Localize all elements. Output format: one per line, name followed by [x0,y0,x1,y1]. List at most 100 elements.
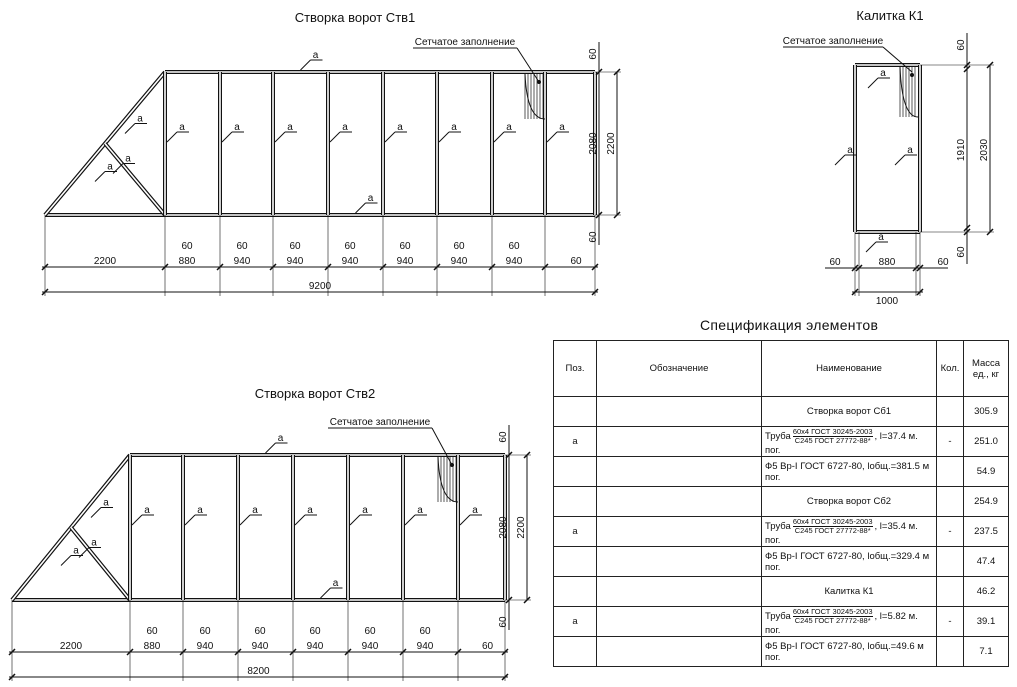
member-label: а [287,122,293,133]
dimension-tick [523,596,531,604]
member-label: а [362,505,368,516]
cell-qty [936,396,964,427]
cell-qty [936,486,964,517]
left-dimension-label: 2200 [94,256,117,267]
gate1-mesh-label: Сетчатое заполнение [415,37,516,48]
cell-designation [596,486,762,517]
leader-line [294,514,306,526]
wicket-right-bottom-dimension-label: 60 [956,246,967,258]
cell-designation [596,606,762,637]
post-dimension-label: 60 [399,241,411,252]
right-top-dimension-label: 60 [498,431,509,443]
right-outer-dimension-label: 2200 [606,132,617,155]
dimension-tick [324,263,332,271]
cell-designation [596,456,762,487]
wicket-overall-dimension-label: 1000 [876,296,899,307]
right-top-dimension-label: 60 [588,48,599,60]
cell-designation [596,546,762,577]
right-outer-dimension-label: 2200 [516,516,527,539]
spec-row: Ф5 Вр-I ГОСТ 6727-80, lобщ.=329.4 м пог.… [553,546,1009,577]
cell-mass: 254.9 [963,486,1009,517]
header-pos: Поз. [553,340,597,397]
right-inner-dimension-label: 2080 [588,132,599,155]
dimension-tick [8,648,16,656]
member-label: а [307,505,313,516]
cell-qty: - [936,516,964,547]
dimension-tick [501,648,509,656]
dimension-tick [541,263,549,271]
dimension-tick [379,263,387,271]
cell-mass: 54.9 [963,456,1009,487]
leader-line [349,514,361,526]
member-label: а [417,505,423,516]
wicket-mesh-hatch [899,66,919,118]
gate2-mesh-label: Сетчатое заполнение [330,417,431,428]
dimension-tick [855,264,863,272]
header-qty: Кол. [936,340,964,397]
cell-designation [596,516,762,547]
leader-line [94,171,106,182]
leader-line [546,131,558,143]
bay-dimension-label: 940 [197,641,214,652]
dimension-tick [613,211,621,219]
member-label: а [559,122,565,133]
cell-designation [596,396,762,427]
dimension-tick [344,648,352,656]
leader-line [265,442,276,454]
header-mass: Масса ед., кг [963,340,1009,397]
dimension-tick [986,228,994,236]
wicket-right-inner-dimension-label: 1910 [956,138,967,161]
dimension-tick [234,648,242,656]
post-dimension-label: 60 [254,626,266,637]
cell-qty [936,636,964,667]
pipe-profile: 60х4 ГОСТ 30245-2003 [792,606,873,617]
member-label: а [91,538,97,549]
leader-line [867,77,879,89]
spec-title: Спецификация элементов [700,317,879,333]
member-label: а [907,145,913,156]
dimension-tick [126,648,134,656]
cell-mass: 237.5 [963,516,1009,547]
leader-line [239,514,251,526]
member-label: а [137,114,143,125]
bay-dimension-label: 940 [506,256,523,267]
cell-name: Ф5 Вр-I ГОСТ 6727-80, lобщ.=49.6 м пог. [761,636,937,667]
member-label: а [397,122,403,133]
leader-line [221,131,233,143]
post-dimension-label: 60 [181,241,193,252]
mesh-boundary [437,456,459,503]
pipe-prefix: Труба [765,520,791,532]
bay-dimension-label: 940 [252,641,269,652]
cell-pos [553,546,597,577]
dimension-tick [963,228,971,236]
member-label: а [197,505,203,516]
leader-line [894,154,906,166]
member-label: а [144,505,150,516]
end-dimension-label: 60 [482,641,494,652]
member-label: а [73,546,79,557]
cell-mass: 7.1 [963,636,1009,667]
dimension-tick [454,648,462,656]
cell-name: Ф5 Вр-I ГОСТ 6727-80, lобщ.=381.5 м пог. [761,456,937,487]
bay-dimension-label: 880 [144,641,161,652]
member-label: а [880,68,886,79]
cell-qty: - [936,426,964,457]
leader-line [274,131,286,143]
member-label: а [278,433,284,444]
mesh-boundary [899,66,919,118]
member-label: а [451,122,457,133]
leader-line [438,131,450,143]
post-dimension-label: 60 [344,241,356,252]
post-dimension-label: 60 [309,626,321,637]
wicket-left-dimension-label: 60 [829,257,841,268]
dimension-tick [916,264,924,272]
dimension-tick [269,263,277,271]
dimension-tick [963,224,971,232]
